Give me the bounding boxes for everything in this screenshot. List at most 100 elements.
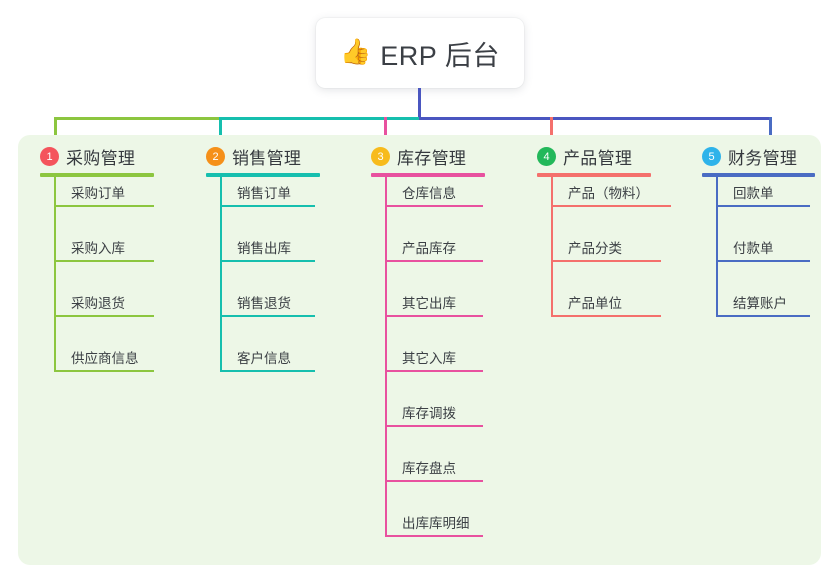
module-title-4: 产品管理 [563,149,633,168]
connector-bar-segment-2 [220,117,419,120]
module-header-rule-4 [537,173,651,177]
module-item[interactable]: 回款单 [716,173,810,207]
module-item[interactable]: 销售出库 [220,228,315,262]
module-item-rule [54,315,154,317]
module-item-label: 仓库信息 [402,186,456,201]
module-header-1[interactable]: 1 采购管理 [40,144,135,169]
module-item-rule [385,370,483,372]
module-item-rule [220,315,315,317]
module-item-rule [385,425,483,427]
module-header-rule-1 [40,173,154,177]
module-badge-2: 2 [206,147,225,166]
module-item[interactable]: 产品分类 [551,228,661,262]
module-item-label: 客户信息 [237,351,291,366]
module-title-1: 采购管理 [66,149,136,168]
module-item-rule [220,370,315,372]
module-item-rule [220,205,315,207]
connector-bar-segment-3 [419,117,770,120]
module-header-3[interactable]: 3 库存管理 [371,144,466,169]
module-item-label: 销售退货 [237,296,291,311]
module-item-label: 其它出库 [402,296,456,311]
module-item-label: 采购入库 [71,241,125,256]
module-item-label: 付款单 [733,241,774,256]
root-node-title: ERP 后台 [380,40,500,71]
module-title-3: 库存管理 [397,149,467,168]
module-spine-3 [385,175,387,537]
module-badge-5: 5 [702,147,721,166]
module-header-rule-2 [206,173,320,177]
module-spine-5 [716,175,718,317]
module-header-5[interactable]: 5 财务管理 [702,144,797,169]
connector-drop-2 [219,117,222,143]
module-item[interactable]: 销售退货 [220,283,315,317]
module-item[interactable]: 产品（物料） [551,173,671,207]
module-item-rule [551,315,661,317]
module-item[interactable]: 产品库存 [385,228,483,262]
module-item-rule [54,370,154,372]
thumbs-up-icon: 👍 [340,37,372,66]
module-item-label: 销售出库 [237,241,291,256]
module-badge-3: 3 [371,147,390,166]
module-badge-1: 1 [40,147,59,166]
module-header-2[interactable]: 2 销售管理 [206,144,301,169]
module-item-rule [220,260,315,262]
module-item-label: 销售订单 [237,186,291,201]
module-item-label: 回款单 [733,186,774,201]
module-item[interactable]: 采购入库 [54,228,154,262]
module-item-label: 其它入库 [402,351,456,366]
module-title-5: 财务管理 [728,149,798,168]
connector-drop-4 [550,117,553,143]
module-item[interactable]: 其它入库 [385,338,483,372]
module-item-label: 采购退货 [71,296,125,311]
module-header-rule-3 [371,173,485,177]
module-item-rule [385,535,483,537]
module-title-2: 销售管理 [232,149,302,168]
module-header-rule-5 [702,173,815,177]
module-item[interactable]: 库存盘点 [385,448,483,482]
connector-bar-segment-1 [54,117,220,120]
module-item[interactable]: 客户信息 [220,338,315,372]
module-spine-1 [54,175,56,372]
module-item-rule [385,260,483,262]
module-item-label: 结算账户 [733,296,787,311]
module-item-rule [716,315,810,317]
module-item-label: 产品单位 [568,296,622,311]
module-item-rule [54,205,154,207]
module-item-label: 供应商信息 [71,351,139,366]
module-spine-2 [220,175,222,372]
module-item[interactable]: 仓库信息 [385,173,483,207]
module-item-rule [551,205,671,207]
modules-panel: 1 采购管理采购订单采购入库采购退货供应商信息 2 销售管理销售订单销售出库销售退货客… [18,135,821,565]
module-item-label: 产品库存 [402,241,456,256]
connector-drop-1 [54,117,57,143]
module-item-rule [385,315,483,317]
module-item-rule [385,205,483,207]
module-item[interactable]: 供应商信息 [54,338,154,372]
connector-drop-3 [384,117,387,143]
module-item[interactable]: 产品单位 [551,283,661,317]
module-item-rule [385,480,483,482]
module-item[interactable]: 采购订单 [54,173,154,207]
module-item-label: 产品（物料） [568,186,649,201]
module-item-label: 出库库明细 [402,516,470,531]
module-item[interactable]: 采购退货 [54,283,154,317]
module-badge-4: 4 [537,147,556,166]
root-node-erp-backend[interactable]: 👍 ERP 后台 [316,18,524,88]
module-header-4[interactable]: 4 产品管理 [537,144,632,169]
module-item-rule [551,260,661,262]
module-item-label: 产品分类 [568,241,622,256]
module-item[interactable]: 销售订单 [220,173,315,207]
module-item-label: 库存盘点 [402,461,456,476]
connector-trunk [418,88,421,120]
module-item[interactable]: 出库库明细 [385,503,483,537]
module-item[interactable]: 付款单 [716,228,810,262]
module-item-label: 库存调拨 [402,406,456,421]
module-spine-4 [551,175,553,317]
module-item-label: 采购订单 [71,186,125,201]
module-item[interactable]: 其它出库 [385,283,483,317]
module-item-rule [54,260,154,262]
module-item[interactable]: 结算账户 [716,283,810,317]
module-item[interactable]: 库存调拨 [385,393,483,427]
root-node-content: 👍 ERP 后台 [340,34,500,73]
